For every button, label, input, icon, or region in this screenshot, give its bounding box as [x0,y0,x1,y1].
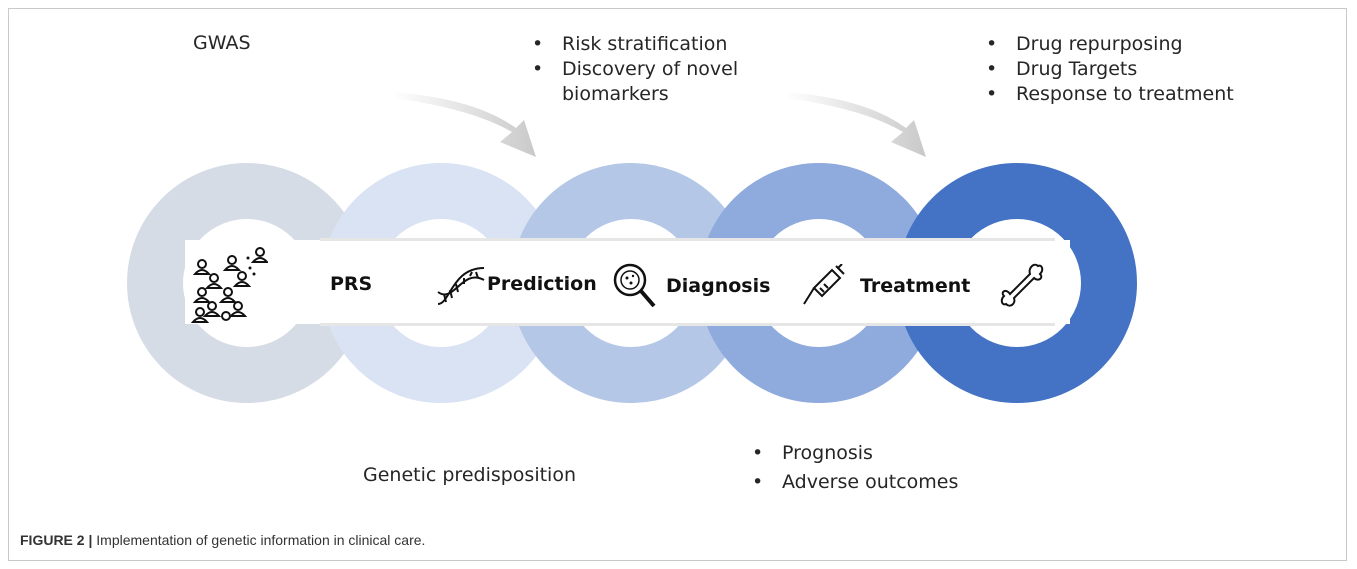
genetic-predisposition-label: Genetic predisposition [363,464,576,486]
bullet-item: Prognosis [750,441,958,466]
bullet-item: Drug Targets [984,57,1234,82]
stage-prs: PRS [330,273,373,295]
bullet-continuation: biomarkers [562,83,669,105]
bullet-item: Response to treatment [984,82,1234,107]
dna-icon [437,267,485,305]
population-icon [190,247,268,323]
figure-frame [8,8,1347,561]
top-middle-bullets: Risk stratification Discovery of novel b… [530,32,738,107]
band-shadow-top [320,238,1055,241]
top-right-bullets: Drug repurposing Drug Targets Response t… [984,32,1234,107]
stage-prediction: Prediction [487,273,597,295]
label-band [185,240,1070,324]
band-shadow-bottom [320,323,1055,326]
bullet-item: Drug repurposing [984,32,1234,57]
bullet-item: Adverse outcomes [750,470,958,495]
stage-treatment: Treatment [860,275,971,297]
bottom-bullets: Prognosis Adverse outcomes [750,441,958,495]
stage-diagnosis: Diagnosis [666,275,771,297]
bullet-item: Risk stratification [530,32,738,57]
figure-caption: FIGURE 2 | Implementation of genetic inf… [20,532,425,548]
magnifier-icon [613,263,656,308]
bone-icon [1000,263,1044,307]
curved-arrow-1 [392,92,536,157]
syringe-icon [803,264,845,305]
bullet-item: Discovery of novel [530,57,738,82]
curved-arrow-2 [785,92,926,157]
caption-text: Implementation of genetic information in… [92,532,426,548]
gwas-label: GWAS [193,32,251,54]
caption-label: FIGURE 2 | [20,532,93,548]
